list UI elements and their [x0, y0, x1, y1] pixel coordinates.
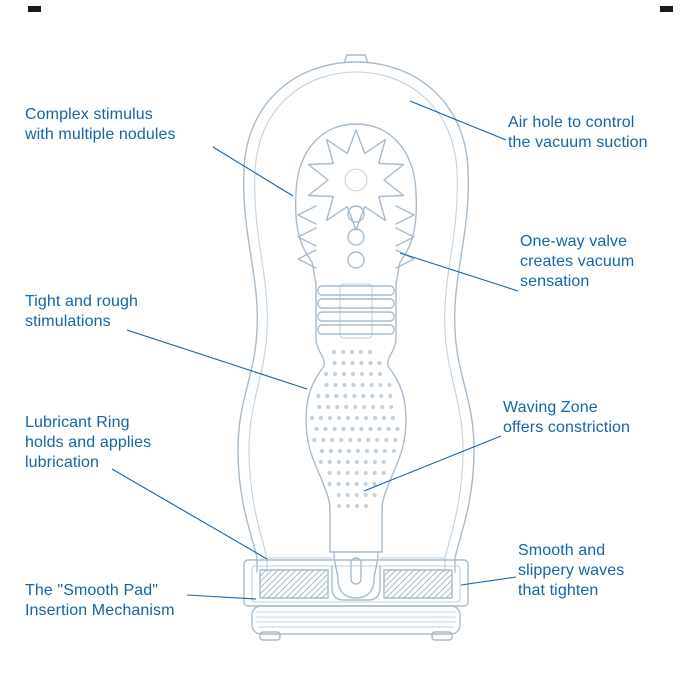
smooth-pad-right-hatch: [383, 569, 453, 599]
cup-outer-wall: [237, 61, 475, 573]
cup-outline: [237, 54, 475, 573]
crop-marks: [28, 6, 673, 12]
label-waving-zone: Waving Zone offers constriction: [503, 399, 630, 436]
crop-mark-left: [28, 6, 41, 12]
leader-air-hole: [409, 100, 507, 141]
crop-mark-right: [660, 6, 673, 12]
inner-sleeve: [294, 123, 418, 553]
stem-slot: [350, 557, 362, 585]
cup-inner-wall: [248, 71, 464, 573]
smooth-pad-left: [259, 569, 329, 599]
leader-one-way-valve: [399, 252, 519, 292]
label-lubricant-ring: Lubricant Ring holds and applies lubrica…: [25, 414, 152, 471]
smooth-pad-left-hatch: [259, 569, 329, 599]
label-air-hole: Air hole to control the vacuum suction: [508, 114, 648, 151]
sleeve-outline: [294, 123, 418, 553]
core-holder: [331, 565, 381, 601]
dot-texture: [309, 349, 400, 509]
label-one-way-valve: One-way valve creates vacuum sensation: [520, 233, 635, 290]
leader-complex-stimulus: [212, 146, 294, 197]
leader-waving-zone: [363, 435, 502, 492]
base-inner-band: [251, 565, 461, 603]
leader-smooth-pad: [186, 594, 257, 600]
bottom-cap: [251, 605, 461, 635]
leader-tight-rough: [126, 329, 308, 390]
base-assembly: [243, 551, 469, 641]
smooth-pad-right: [383, 569, 453, 599]
foot-right: [431, 631, 453, 641]
sleeve-stem: [333, 551, 379, 599]
leader-lines: [111, 100, 519, 600]
rib-stimulations: [317, 283, 395, 339]
one-way-valve: [297, 205, 415, 269]
label-tight-rough: Tight and rough stimulations: [25, 293, 138, 330]
label-smooth-pad: The "Smooth Pad" Insertion Mechanism: [25, 582, 175, 619]
air-hole-nub: [343, 54, 369, 64]
foot-left: [259, 631, 281, 641]
leader-lubricant-ring: [111, 468, 268, 560]
label-smooth-slippery: Smooth and slippery waves that tighten: [518, 542, 625, 599]
nodule-gear: [307, 129, 405, 231]
label-complex-stimulus: Complex stimulus with multiple nodules: [25, 106, 176, 143]
leader-smooth-slippery: [460, 576, 517, 586]
